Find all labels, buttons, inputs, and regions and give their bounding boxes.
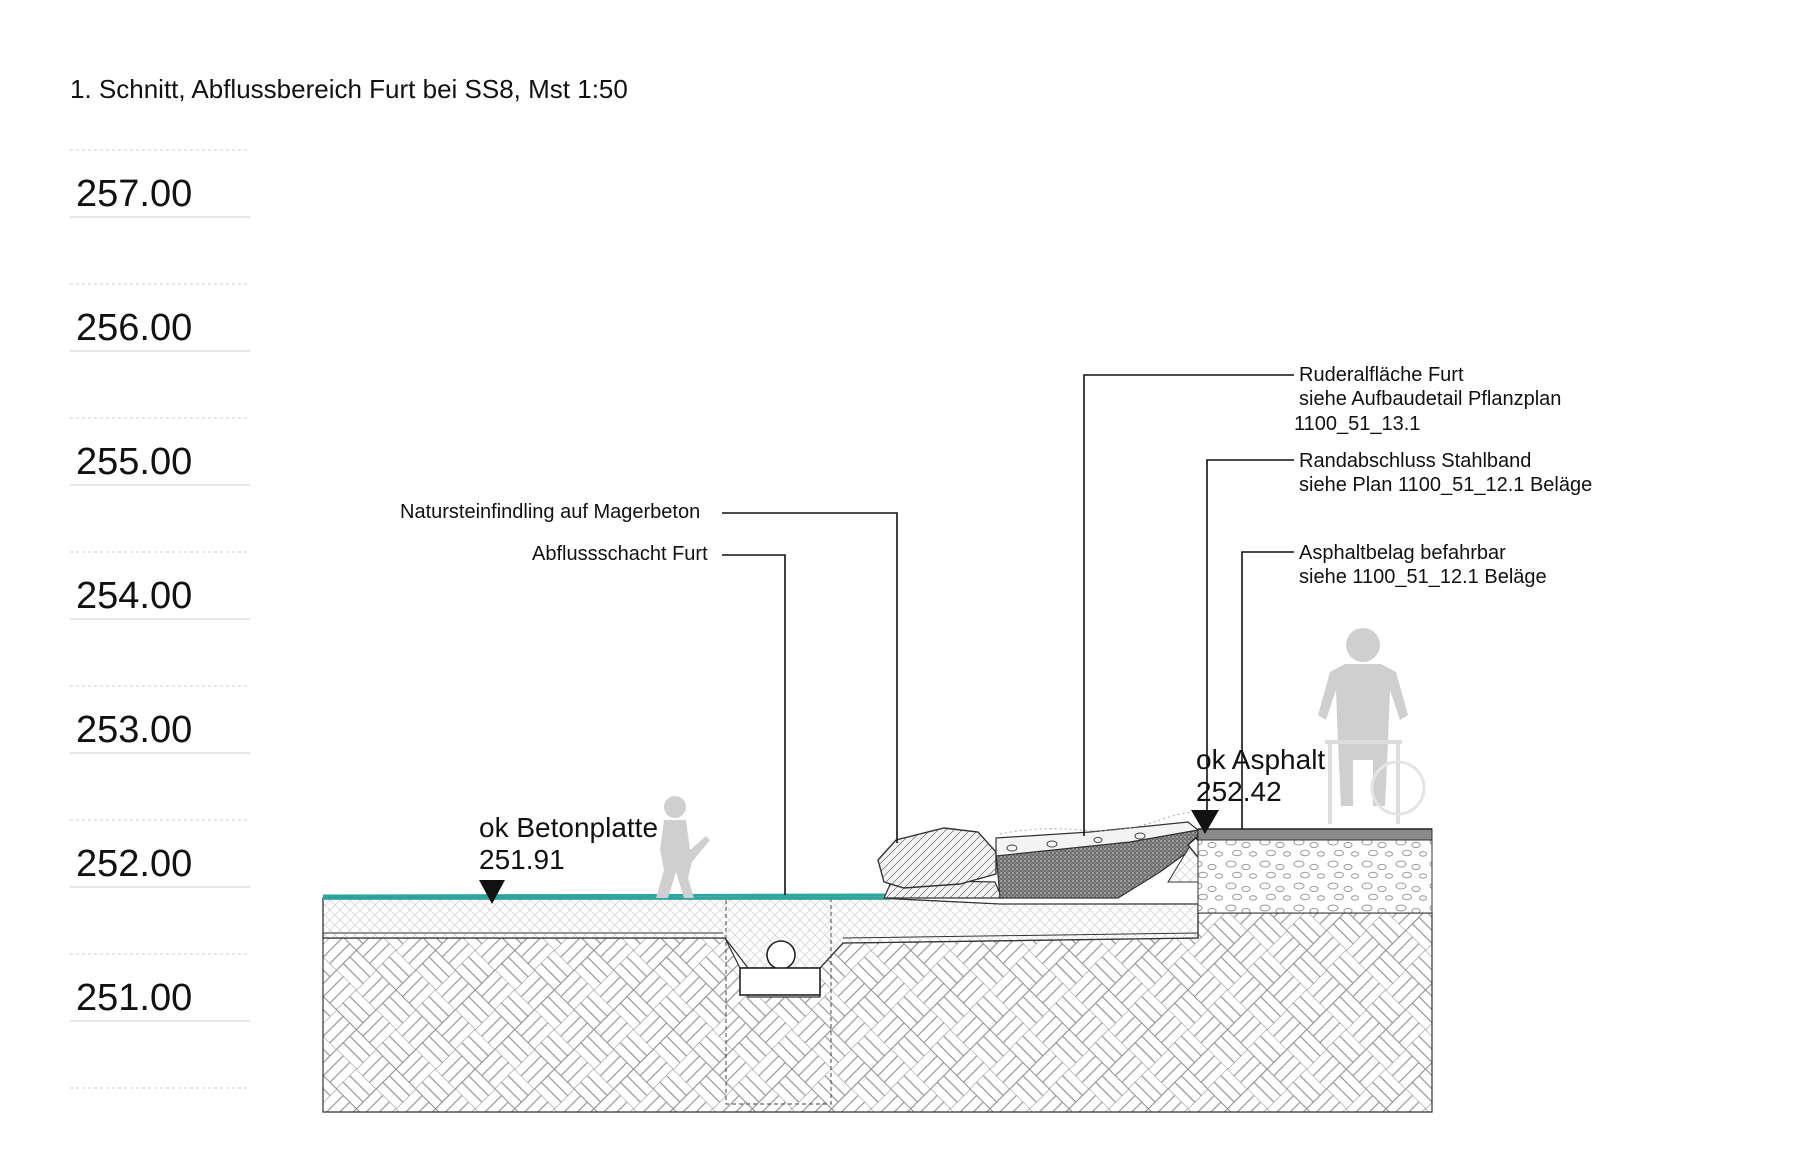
callout-asphaltbelag-line1: Asphaltbelag befahrbar xyxy=(1299,542,1506,564)
ruderal-texture xyxy=(999,812,1199,835)
asphalt-elev-value: 252.42 xyxy=(1196,776,1282,807)
boulder xyxy=(877,827,997,889)
level-lines xyxy=(70,149,250,1089)
level-label-256: 256.00 xyxy=(76,307,193,349)
concrete-slab xyxy=(322,897,1199,969)
level-label-253: 253.00 xyxy=(76,709,193,751)
slab-joint-line xyxy=(323,932,1199,939)
ruderal-stones xyxy=(1006,832,1146,852)
level-label-257: 257.00 xyxy=(76,173,193,215)
asphalt-layer xyxy=(1197,828,1433,841)
callout-naturstein: Natursteinfindling auf Magerbeton xyxy=(400,501,701,523)
callout-asphaltbelag-line2: siehe 1100_51_12.1 Beläge xyxy=(1299,566,1547,588)
drain-channel xyxy=(739,967,821,996)
gravel-base xyxy=(1197,839,1433,914)
asphalt-elev-label: ok Asphalt xyxy=(1196,744,1326,775)
drain-pipe xyxy=(766,940,796,970)
wheelchair-figure xyxy=(1318,628,1426,824)
drawing-title: 1. Schnitt, Abflussbereich Furt bei SS8,… xyxy=(70,74,628,104)
callout-randabschluss-line1: Randabschluss Stahlband xyxy=(1299,450,1532,472)
asphalt-marker-icon xyxy=(1191,810,1219,834)
leader-lines xyxy=(722,374,1294,895)
callout-randabschluss-line2: siehe Plan 1100_51_12.1 Beläge xyxy=(1299,474,1593,496)
callout-abflussschacht: Abflussschacht Furt xyxy=(532,543,708,565)
betonplatte-label: ok Betonplatte xyxy=(479,812,659,843)
callout-ruderal-line2: siehe Aufbaudetail Pflanzplan xyxy=(1299,388,1562,410)
callout-ruderal-line1: Ruderalfläche Furt xyxy=(1299,364,1464,386)
child-figure xyxy=(656,796,710,898)
betonplatte-value: 251.91 xyxy=(479,844,565,875)
level-label-254: 254.00 xyxy=(76,575,193,617)
water-line xyxy=(322,893,886,898)
callout-ruderal-line3: 1100_51_13.1 xyxy=(1294,413,1421,435)
betonplatte-marker-icon xyxy=(479,880,505,904)
level-label-252: 252.00 xyxy=(76,843,193,885)
level-label-251: 251.00 xyxy=(76,977,193,1019)
level-label-255: 255.00 xyxy=(76,441,193,483)
